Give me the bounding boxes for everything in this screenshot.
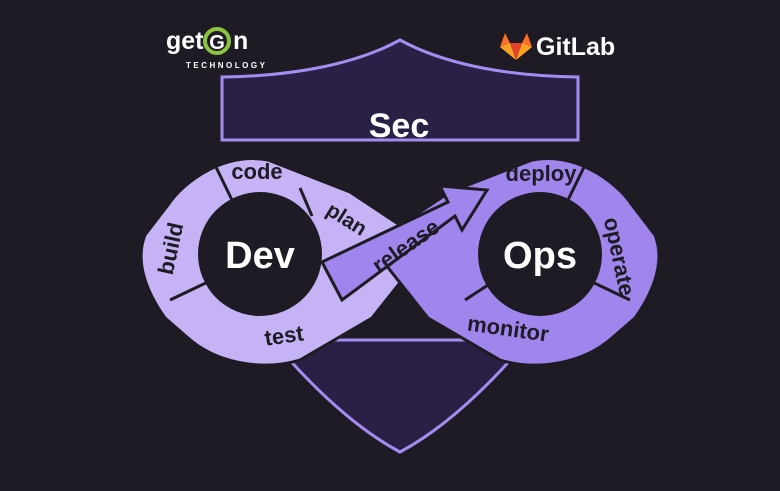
ops-hub-label: Ops (503, 235, 577, 277)
segment-deploy: deploy (506, 161, 578, 186)
logo-subtitle: TECHNOLOGY (186, 61, 267, 70)
gitlab-logo: GitLab (500, 33, 615, 61)
getgn-logo: get G n TECHNOLOGY (166, 27, 267, 70)
shield-bottom (268, 338, 532, 454)
segment-code: code (231, 159, 282, 184)
shield-label: Sec (369, 107, 430, 145)
dev-hub-label: Dev (225, 235, 295, 277)
gitlab-fox-icon (500, 33, 532, 60)
gitlab-wordmark: GitLab (536, 33, 615, 61)
release-arrow (319, 184, 490, 303)
segment-test: test (263, 320, 306, 350)
logo-word-get: get (166, 27, 204, 55)
logo-letter-g: G (209, 32, 225, 54)
shield-top (220, 38, 580, 142)
dev-hub (198, 192, 322, 316)
ops-hub (478, 192, 602, 316)
logo-word-n: n (233, 27, 248, 55)
logo-g-ring-icon (203, 27, 231, 55)
segment-dividers (169, 164, 631, 302)
